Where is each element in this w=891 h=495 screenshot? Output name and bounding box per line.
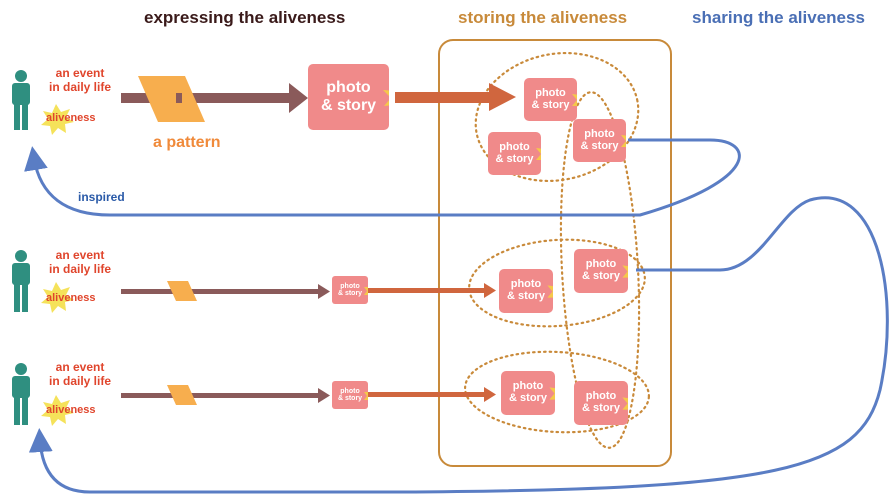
inspired-loop-arrow-1 [24, 138, 741, 217]
stored-card: photo & story [574, 249, 628, 293]
person-icon [12, 250, 30, 312]
group-ellipse-1 [474, 51, 640, 183]
card-text-line1: photo [535, 87, 566, 99]
card-text-line1: photo [340, 283, 360, 290]
star-burst-icon [622, 397, 628, 410]
storage-box [438, 39, 672, 467]
stored-card: photo & story [501, 371, 555, 415]
pattern-parallelogram-icon [167, 281, 197, 301]
expressing-arrow-shaft-3 [121, 393, 321, 398]
star-burst-icon [571, 94, 577, 106]
aliveness-star-icon [41, 282, 74, 313]
pattern-parallelogram-icon [138, 76, 205, 122]
card-text-line2: & story [580, 140, 619, 152]
expressing-header: expressing the aliveness [144, 8, 346, 27]
event-label-line1: an event [55, 360, 105, 374]
card-text-line2: & story [507, 290, 545, 302]
card-text-line1: photo [585, 258, 617, 270]
star-burst-icon [622, 265, 628, 278]
storing-arrow-shaft-3 [368, 392, 486, 397]
stored-card: photo & story [488, 132, 541, 175]
aliveness-label: aliveness [46, 404, 96, 416]
card-text-line2: & story [509, 392, 547, 404]
aliveness-star-icon [41, 395, 74, 426]
aliveness-label: aliveness [46, 292, 96, 304]
star-burst-icon [382, 90, 389, 106]
card-text-line1: photo [584, 128, 615, 140]
stored-card: photo & story [499, 269, 553, 313]
sharing-header: sharing the aliveness [692, 8, 865, 27]
card-text-line1: photo [512, 380, 544, 392]
stored-card: photo & story [573, 119, 626, 162]
star-burst-icon [620, 135, 626, 147]
expressing-arrow-overlay-1 [176, 93, 182, 103]
storing-arrow-shaft-1 [395, 92, 491, 103]
star-burst-icon [549, 387, 555, 400]
inspired-loop-arrow-2 [28, 196, 889, 494]
storing-arrow-shaft-2 [368, 288, 486, 293]
aliveness-label: aliveness [46, 112, 96, 124]
star-burst-icon [547, 285, 553, 298]
pattern-label: a pattern [153, 134, 221, 151]
card-text-line2: & story [531, 99, 570, 111]
star-burst-icon [364, 287, 368, 295]
stored-card: photo & story [524, 78, 577, 121]
storing-arrow-head-3 [484, 387, 496, 402]
person-icon [12, 363, 30, 425]
expressing-arrow-shaft-2 [121, 289, 321, 294]
card-text-line2: & story [582, 402, 620, 414]
star-burst-icon [535, 148, 541, 160]
card-text-line1: photo [510, 278, 542, 290]
card-text-line1: photo [499, 141, 530, 153]
stored-card: photo & story [574, 381, 628, 425]
card-text-line2: & story [582, 270, 620, 282]
card-text-line2: & story [337, 395, 363, 402]
card-text-line2: & story [337, 290, 363, 297]
event-label-line2: in daily life [48, 374, 111, 388]
storing-arrow-head-2 [484, 283, 496, 298]
event-label-line2: in daily life [48, 80, 111, 94]
card-text-line2: & story [495, 153, 534, 165]
expressing-arrow-shaft-1 [121, 93, 291, 103]
storing-header: storing the aliveness [458, 8, 628, 27]
event-label: an event in daily life [42, 360, 118, 388]
photo-story-card-small: photo & story [332, 381, 368, 409]
photo-story-card-small: photo & story [332, 276, 368, 304]
event-label: an event in daily life [42, 248, 118, 276]
card-text-line1: photo [326, 79, 371, 96]
storing-arrow-head-1 [489, 83, 516, 111]
expressing-arrow-head-1 [289, 83, 308, 113]
aliveness-star-icon [41, 104, 74, 135]
expressing-arrow-head-2 [318, 284, 330, 299]
event-label-line1: an event [55, 248, 105, 262]
card-text-line2: & story [320, 97, 377, 114]
group-ellipse-vertical [559, 91, 641, 449]
expressing-arrow-head-3 [318, 388, 330, 403]
event-label-line1: an event [55, 66, 105, 80]
pattern-parallelogram-icon [167, 385, 197, 405]
person-icon [12, 70, 30, 130]
group-ellipse-3 [464, 350, 650, 434]
card-text-line1: photo [585, 390, 617, 402]
photo-story-card-large: photo & story [308, 64, 389, 130]
card-text-line1: photo [340, 388, 360, 395]
event-label-line2: in daily life [48, 262, 111, 276]
inspired-label: inspired [78, 190, 125, 204]
event-label: an event in daily life [42, 66, 118, 94]
star-burst-icon [364, 392, 368, 400]
